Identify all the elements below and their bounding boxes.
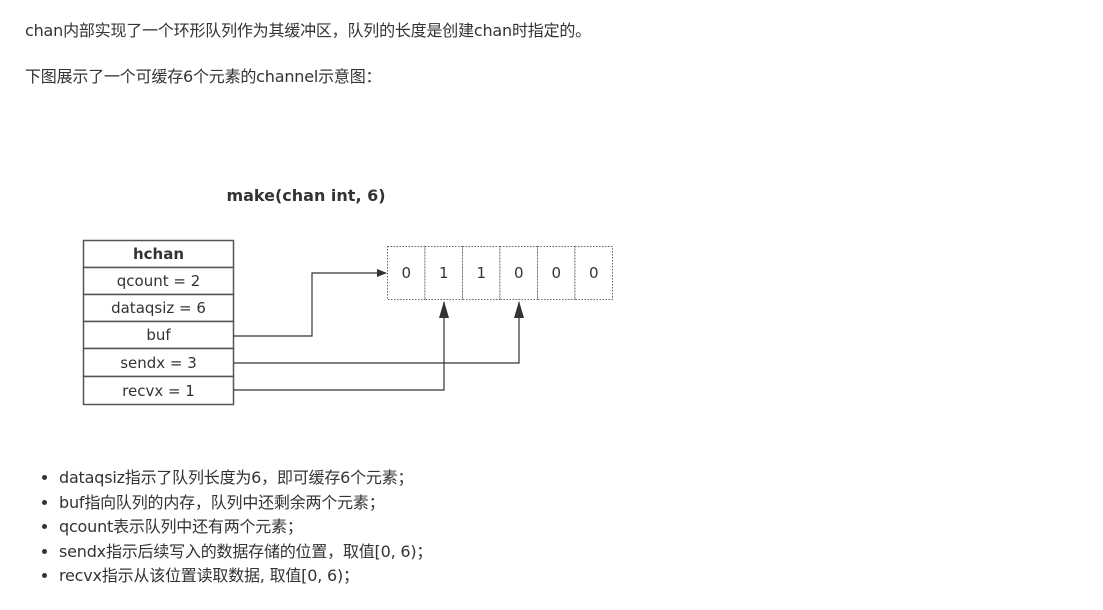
- buf-pointer-arrow: [234, 269, 387, 337]
- list-item-buf: buf指向队列的内存，队列中还剩余两个元素；: [59, 491, 432, 516]
- buffer-slot: [462, 246, 501, 300]
- hchan-field-cell: [82, 320, 235, 350]
- buffer-slot-value: 1: [476, 264, 486, 282]
- explanation-list: dataqsiz指示了队列长度为6，即可缓存6个元素； buf指向队列的内存，队…: [39, 466, 432, 589]
- buffer-slot-value: 0: [589, 264, 599, 282]
- list-item-sendx: sendx指示后续写入的数据存储的位置，取值[0, 6)；: [59, 540, 432, 565]
- hchan-field-cell: [82, 375, 235, 406]
- sendx-pointer-arrow: [234, 302, 520, 364]
- ring-buffer: 0 1 1 0 0 0: [387, 246, 613, 300]
- buffer-slot: [424, 246, 463, 300]
- hchan-field-qcount: qcount = 2: [117, 272, 201, 290]
- buffer-slot-value: 1: [439, 264, 449, 282]
- intro-text-diagram-caption: 下图展示了一个可缓存6个元素的channel示意图：: [25, 67, 382, 86]
- recvx-pointer-arrow: [234, 302, 445, 391]
- hchan-header-label: hchan: [133, 245, 184, 263]
- pointer-arrows: [234, 269, 520, 391]
- buffer-slot-value: 0: [401, 264, 411, 282]
- diagram-title: make(chan int, 6): [226, 186, 385, 205]
- channel-diagram: make(chan int, 6) hchan qcount = 2 dataq…: [82, 186, 613, 406]
- list-item-dataqsiz: dataqsiz指示了队列长度为6，即可缓存6个元素；: [59, 466, 432, 491]
- hchan-field-cell: [82, 266, 235, 296]
- buffer-slot-value: 0: [551, 264, 561, 282]
- buffer-slot: [574, 246, 613, 300]
- hchan-field-dataqsiz: dataqsiz = 6: [111, 299, 206, 317]
- buffer-slot: [499, 246, 538, 300]
- buffer-slot: [387, 246, 426, 300]
- list-item-recvx: recvx指示从该位置读取数据, 取值[0, 6)；: [59, 564, 432, 589]
- hchan-struct: hchan qcount = 2 dataqsiz = 6 buf sendx …: [82, 239, 235, 406]
- sendx-arrowhead: [514, 301, 524, 318]
- intro-text-ring-buffer: chan内部实现了一个环形队列作为其缓冲区，队列的长度是创建chan时指定的。: [25, 21, 591, 40]
- hchan-field-sendx: sendx = 3: [120, 354, 197, 372]
- hchan-field-recvx: recvx = 1: [122, 382, 195, 400]
- recvx-arrowhead: [439, 301, 449, 318]
- buffer-slot-value: 0: [514, 264, 524, 282]
- list-item-qcount: qcount表示队列中还有两个元素；: [59, 515, 432, 540]
- hchan-header-cell: [82, 239, 235, 269]
- hchan-field-buf: buf: [146, 326, 171, 344]
